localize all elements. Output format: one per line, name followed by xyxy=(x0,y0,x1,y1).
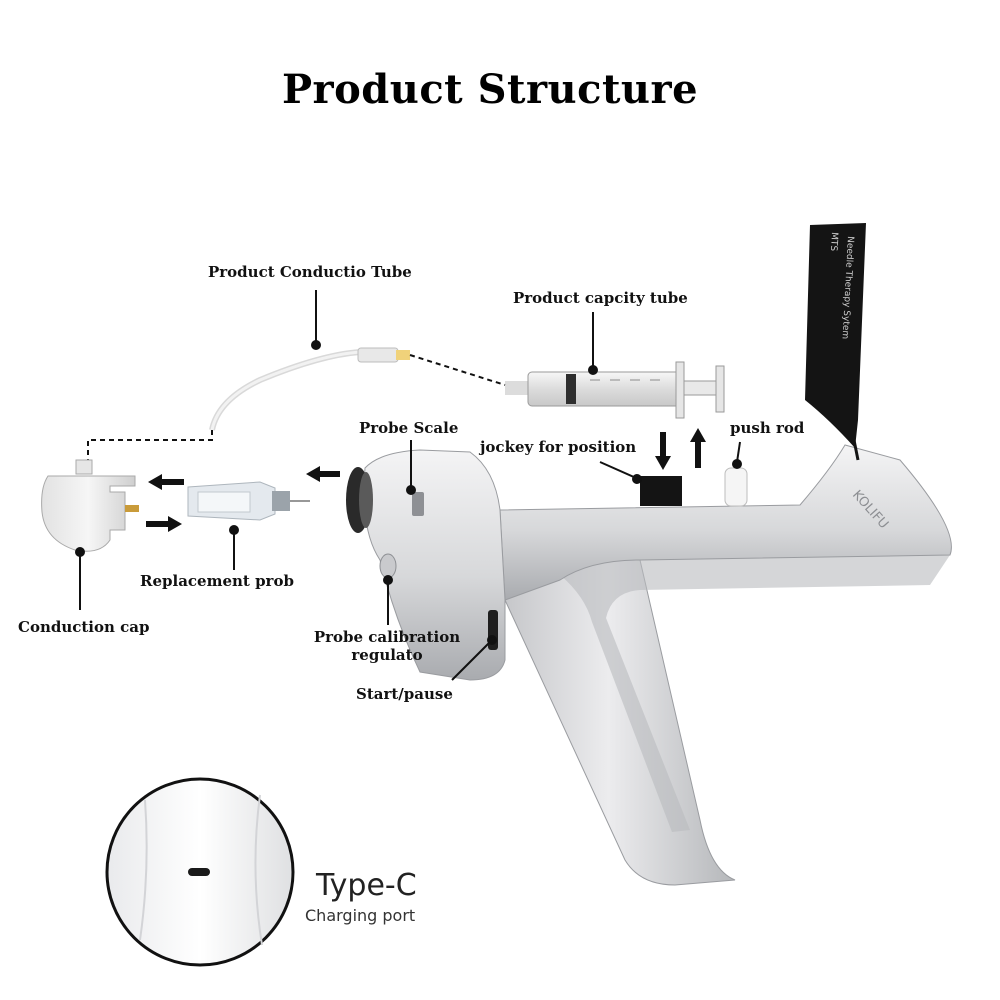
panel-model: MTS xyxy=(828,232,839,252)
arrow-right-icon xyxy=(146,516,182,532)
leader-lines xyxy=(75,290,742,681)
usb-c-port-icon xyxy=(188,868,210,876)
conduction-tube xyxy=(209,347,410,431)
label-calibration: Probe calibration regulato xyxy=(312,628,462,664)
replacement-probe-part xyxy=(187,481,310,521)
label-conduction-tube: Product Conductio Tube xyxy=(208,263,412,281)
type-c-inset xyxy=(105,777,295,967)
arrow-down-icon xyxy=(655,432,671,470)
arrow-up-icon xyxy=(690,428,706,468)
label-push-rod: push rod xyxy=(730,419,805,437)
page-title: Product Structure xyxy=(281,66,699,113)
label-calibration-line2: regulato xyxy=(351,646,423,664)
label-replacement-probe: Replacement prob xyxy=(140,572,294,590)
label-conduction-cap: Conduction cap xyxy=(18,618,150,636)
dashed-connector xyxy=(409,354,506,386)
charging-desc: Charging port xyxy=(305,906,416,925)
arrow-left-icon xyxy=(306,466,340,482)
label-capacity-tube: Product capcity tube xyxy=(513,289,688,307)
label-probe-scale: Probe Scale xyxy=(359,419,459,437)
label-jockey: jockey for position xyxy=(480,438,637,456)
label-calibration-line1: Probe calibration xyxy=(313,628,461,646)
conduction-cap-part xyxy=(41,459,139,552)
syringe xyxy=(505,361,725,419)
arrow-left-icon xyxy=(148,474,184,490)
direction-arrows xyxy=(146,428,706,532)
dashed-connector xyxy=(87,430,213,460)
device-body: KOLIFU xyxy=(346,444,952,886)
label-start-pause: Start/pause xyxy=(356,685,453,703)
charging-type: Type-C xyxy=(316,868,417,903)
display-panel: Needle Therapy Sytem MTS xyxy=(805,223,866,461)
